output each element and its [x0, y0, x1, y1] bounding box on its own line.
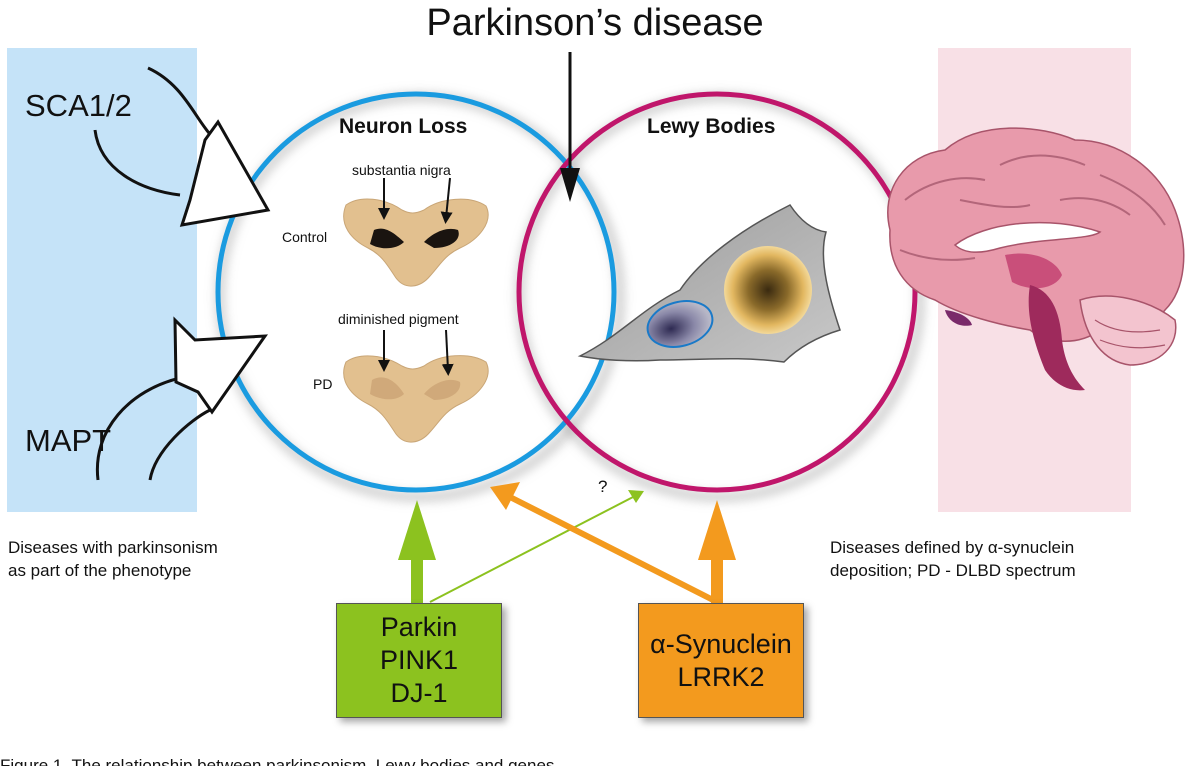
dominant-genes-box: α-Synuclein LRRK2 [638, 603, 804, 718]
diagram-title: Parkinson’s disease [426, 2, 764, 44]
recessive-genes-box: Parkin PINK1 DJ-1 [336, 603, 502, 718]
diminished-pigment-label: diminished pigment [338, 311, 459, 327]
neuron-loss-ring [215, 91, 617, 493]
question-mark: ? [598, 477, 608, 496]
figure-caption: Figure 1. The relationship between parki… [0, 756, 555, 766]
recessive-gene-2: PINK1 [379, 645, 459, 675]
gene-label-mapt: MAPT [25, 423, 112, 458]
left-caption-line-2: as part of the phenotype [8, 561, 192, 580]
left-panel [7, 48, 197, 512]
dominant-gene-1: α-Synuclein [650, 628, 792, 659]
green-thin-arrowhead [628, 490, 644, 503]
recessive-gene-3: DJ-1 [390, 678, 448, 708]
orange-diagonal-shaft [508, 494, 719, 605]
right-caption-line-2: deposition; PD - DLBD spectrum [830, 561, 1076, 580]
lewy-bodies-title: Lewy Bodies [647, 115, 776, 138]
lewy-bodies-ring [516, 91, 918, 493]
pd-arrow-head [560, 168, 580, 202]
control-label: Control [282, 229, 328, 245]
green-thin-arrow [429, 495, 636, 603]
mapt-open-arrowhead [173, 316, 268, 415]
orange-vertical-head [698, 500, 736, 560]
mapt-arrow-upper-curve [95, 376, 181, 481]
neuron-loss-title: Neuron Loss [339, 115, 468, 138]
sn-arrow-right [440, 177, 453, 224]
orange-vertical-shaft [711, 555, 723, 603]
control-midbrain-section [343, 198, 489, 287]
pd-midbrain-section [343, 355, 489, 443]
brain-illustration [887, 127, 1185, 391]
green-vertical-shaft [411, 555, 423, 603]
substantia-nigra-label: substantia nigra [352, 162, 451, 178]
sca-arrow-lower-curve [93, 129, 181, 197]
green-vertical-head [398, 500, 436, 560]
pd-label: PD [313, 376, 333, 392]
left-caption: Diseases with parkinsonism as part of th… [8, 536, 218, 582]
dominant-gene-2: LRRK2 [677, 661, 765, 692]
recessive-gene-1: Parkin [380, 612, 458, 642]
gene-label-sca: SCA1/2 [25, 88, 132, 123]
neuron-illustration [577, 204, 841, 363]
orange-diagonal-head [490, 482, 520, 510]
right-caption-line-1: Diseases defined by α-synuclein [830, 538, 1075, 557]
left-caption-line-1: Diseases with parkinsonism [8, 538, 218, 557]
mapt-arrow-lower-curve [148, 408, 211, 481]
pd-arrow-right [441, 329, 454, 376]
sca-arrow-upper-curve [147, 66, 217, 142]
sca-open-arrowhead [179, 119, 271, 227]
right-caption: Diseases defined by α-synuclein depositi… [830, 536, 1076, 582]
